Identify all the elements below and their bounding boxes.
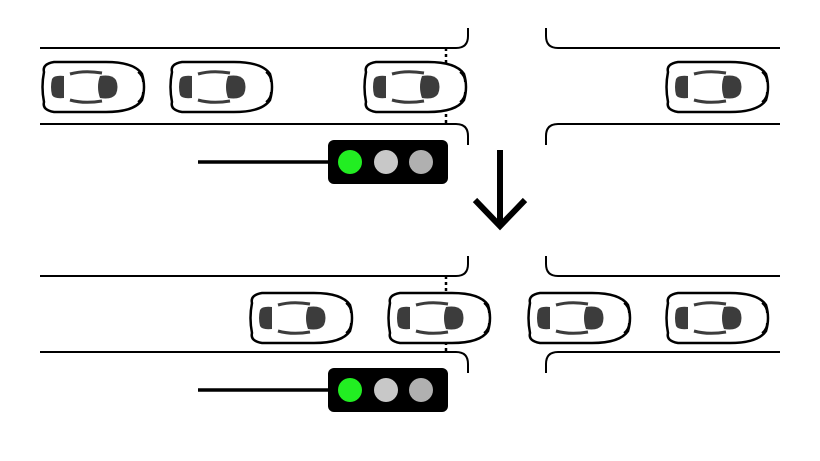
traffic-light-green [196, 366, 450, 414]
car [527, 291, 632, 345]
car [665, 60, 770, 114]
arrow-down-icon [472, 150, 528, 231]
car [665, 291, 770, 345]
car [169, 60, 274, 114]
car [41, 60, 146, 114]
scene-before [38, 26, 782, 186]
car [387, 291, 492, 345]
scene-after [38, 254, 782, 414]
traffic-light-green [196, 138, 450, 186]
car [249, 291, 354, 345]
car [363, 60, 468, 114]
